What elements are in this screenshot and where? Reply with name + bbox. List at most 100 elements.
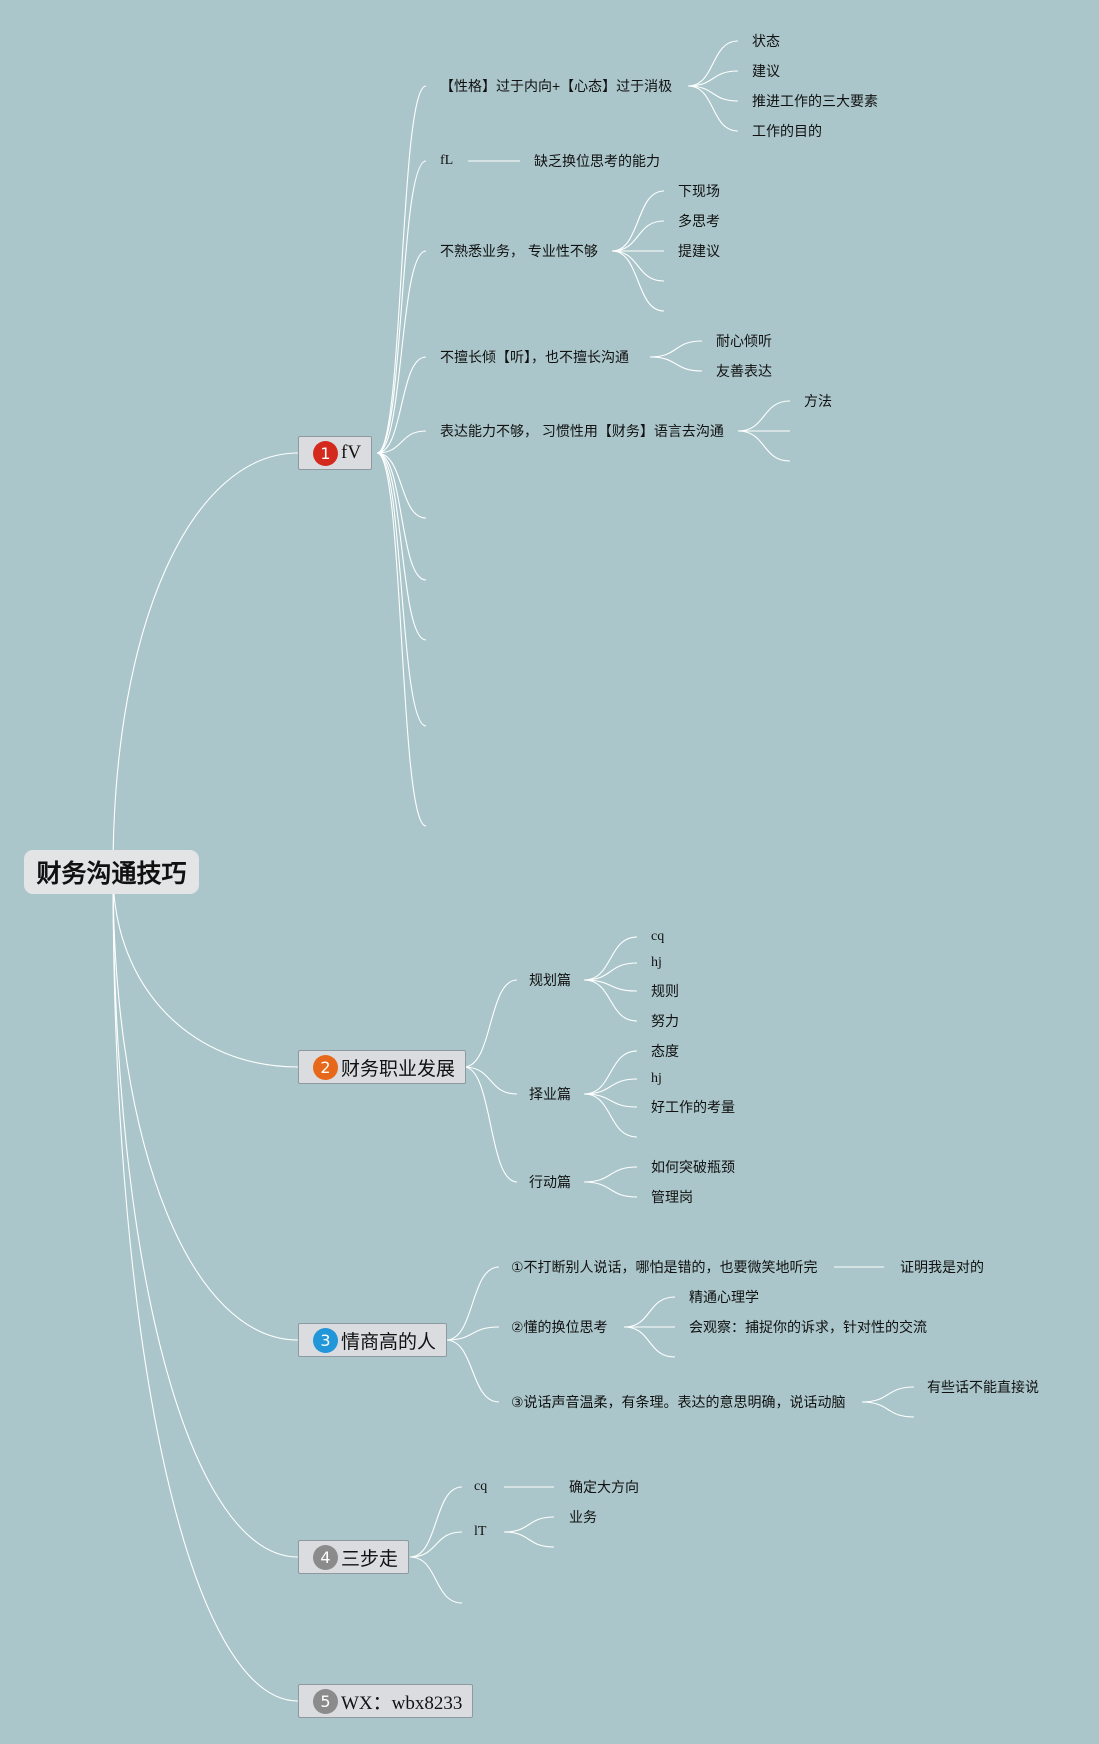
leaf-3-3-1[interactable]: 有些话不能直接说 <box>927 1379 1039 1395</box>
subtopic-2-1-link <box>583 936 638 981</box>
subtopic-1-5[interactable]: 表达能力不够， 习惯性用【财务】语言去沟通 <box>440 423 724 439</box>
branch-1-link <box>376 250 427 454</box>
subtopic-3-1[interactable]: ①不打断别人说话，哪怕是错的，也要微笑地听完 <box>511 1259 818 1275</box>
root-link-2 <box>112 871 299 1068</box>
branch-3-link <box>445 1339 500 1403</box>
leaf-1-2-1[interactable]: 缺乏换位思考的能力 <box>534 153 660 169</box>
leaf-1-5-1[interactable]: 方法 <box>804 393 832 409</box>
subtopic-2-2-link <box>583 1050 638 1095</box>
leaf-1-1-1[interactable]: 状态 <box>752 33 780 49</box>
branch-5-topic[interactable]: 5 WX：wbx8233 <box>298 1684 474 1718</box>
leaf-2-2-3[interactable]: 好工作的考量 <box>651 1099 735 1115</box>
branch-1-link <box>376 452 427 519</box>
leaf-3-1-1[interactable]: 证明我是对的 <box>900 1259 984 1275</box>
leaf-2-2-2[interactable]: hj <box>651 1071 662 1086</box>
branch-1-link <box>376 85 427 454</box>
branch-4-link <box>409 1486 463 1558</box>
branch-1-link <box>376 452 427 827</box>
number-badge: 3 <box>313 1327 338 1353</box>
subtopic-2-2-link <box>583 1078 638 1095</box>
subtopic-3-2[interactable]: ②懂的换位思考 <box>511 1319 608 1335</box>
branch-2-link <box>463 1066 518 1183</box>
subtopic-1-4-link <box>649 340 703 358</box>
subtopic-3-2-link <box>623 1326 676 1358</box>
number-badge: 1 <box>313 440 338 466</box>
leaf-3-2-1[interactable]: 精通心理学 <box>689 1289 759 1305</box>
branch-4-title: 三步走 <box>341 1547 399 1570</box>
subtopic-1-4[interactable]: 不擅长倾【听】，也不擅长沟通 <box>440 349 629 365</box>
root-link-4 <box>112 871 299 1558</box>
subtopic-2-1-link <box>583 979 638 992</box>
branch-1-link <box>376 452 427 641</box>
subtopic-1-3-link <box>611 250 665 282</box>
branch-1-topic[interactable]: 1 fV <box>298 436 373 470</box>
subtopic-1-4-link <box>649 356 703 372</box>
subtopic-2-2[interactable]: 择业篇 <box>529 1086 571 1102</box>
subtopic-3-3-link <box>861 1401 915 1418</box>
central-topic[interactable]: 财务沟通技巧 <box>24 850 199 894</box>
subtopic-1-3-link <box>611 190 665 252</box>
subtopic-1-1-link <box>687 85 739 132</box>
branch-3-title: 情商高的人 <box>341 1330 437 1353</box>
leaf-3-2-2[interactable]: 会观察：捕捉你的诉求，针对性的交流 <box>689 1319 927 1335</box>
subtopic-1-1-link <box>687 85 739 102</box>
branch-1-link <box>376 452 427 727</box>
branch-5-title: WX：wbx8233 <box>341 1692 463 1714</box>
subtopic-4-1[interactable]: cq <box>474 1479 488 1494</box>
leaf-1-3-1[interactable]: 下现场 <box>678 183 720 199</box>
subtopic-1-1[interactable]: 【性格】过于内向+【心态】过于消极 <box>440 78 673 94</box>
subtopic-1-5-link <box>737 400 791 432</box>
root-link-5 <box>112 871 299 1702</box>
subtopic-1-3-link <box>611 220 665 252</box>
branch-3-link <box>445 1326 500 1341</box>
subtopic-1-2[interactable]: fL <box>440 153 454 168</box>
leaf-2-1-1[interactable]: cq <box>651 929 665 944</box>
leaf-2-1-2[interactable]: hj <box>651 955 662 970</box>
subtopic-4-2[interactable]: lT <box>474 1524 487 1539</box>
branch-2-link <box>463 1066 518 1095</box>
leaf-1-3-3[interactable]: 提建议 <box>678 243 720 259</box>
subtopic-2-2-link <box>583 1093 638 1138</box>
leaf-1-1-2[interactable]: 建议 <box>752 63 780 79</box>
branch-1-link <box>376 160 427 454</box>
root-link-3 <box>112 871 299 1341</box>
branch-4-link <box>409 1556 463 1604</box>
subtopic-3-3[interactable]: ③说话声音温柔，有条理。表达的意思明确，说话动脑 <box>511 1394 846 1410</box>
leaf-1-1-3[interactable]: 推进工作的三大要素 <box>752 93 878 109</box>
branch-2-link <box>463 979 518 1068</box>
number-badge: 4 <box>313 1544 338 1570</box>
number-badge: 5 <box>313 1688 338 1714</box>
subtopic-2-1[interactable]: 规划篇 <box>529 972 571 988</box>
leaf-2-1-4[interactable]: 努力 <box>651 1013 679 1029</box>
leaf-2-3-1[interactable]: 如何突破瓶颈 <box>651 1159 735 1175</box>
branch-4-link <box>409 1531 463 1558</box>
leaf-1-3-2[interactable]: 多思考 <box>678 213 720 229</box>
leaf-2-3-2[interactable]: 管理岗 <box>651 1189 693 1205</box>
leaf-4-2-1[interactable]: 业务 <box>569 1509 597 1525</box>
leaf-2-1-3[interactable]: 规则 <box>651 983 679 999</box>
subtopic-3-3-link <box>861 1386 915 1403</box>
subtopic-4-2-link <box>503 1531 555 1548</box>
number-badge: 2 <box>313 1054 338 1080</box>
subtopic-2-3-link <box>583 1181 638 1198</box>
branch-1-link <box>376 356 427 454</box>
branch-1-link <box>376 430 427 454</box>
subtopic-1-1-link <box>687 40 739 87</box>
leaf-1-1-4[interactable]: 工作的目的 <box>752 123 822 139</box>
subtopic-1-3-link <box>611 250 665 312</box>
leaf-2-2-1[interactable]: 态度 <box>651 1043 679 1059</box>
branch-3-topic[interactable]: 3 情商高的人 <box>298 1323 448 1357</box>
subtopic-1-1-link <box>687 70 739 87</box>
branch-4-topic[interactable]: 4 三步走 <box>298 1540 410 1574</box>
leaf-1-4-1[interactable]: 耐心倾听 <box>716 333 772 349</box>
leaf-4-1-1[interactable]: 确定大方向 <box>569 1479 639 1495</box>
leaf-1-4-2[interactable]: 友善表达 <box>716 363 772 379</box>
subtopic-1-3[interactable]: 不熟悉业务， 专业性不够 <box>440 243 598 259</box>
subtopic-4-2-link <box>503 1516 555 1533</box>
subtopic-3-2-link <box>623 1296 676 1328</box>
subtopic-2-3[interactable]: 行动篇 <box>529 1174 571 1190</box>
branch-1-link <box>376 452 427 581</box>
branch-2-topic[interactable]: 2 财务职业发展 <box>298 1050 467 1084</box>
subtopic-2-1-link <box>583 979 638 1022</box>
